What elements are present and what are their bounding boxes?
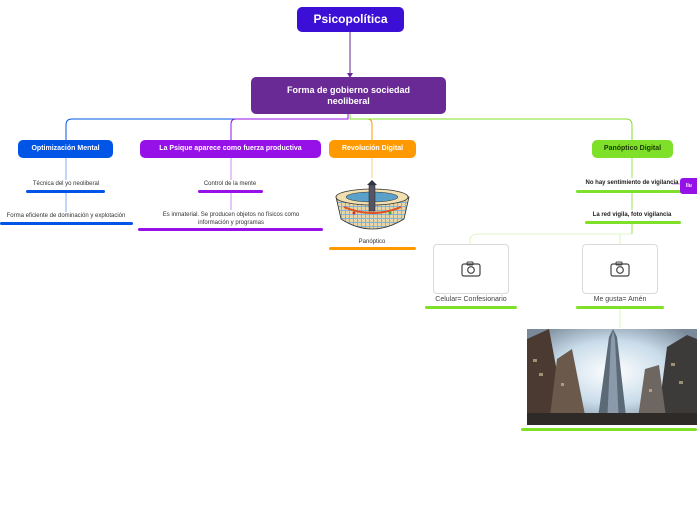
subtopic-label[interactable]: Es inmaterial. Se producen objetos no fí…	[162, 212, 300, 226]
branch-title: Revolución Digital	[341, 144, 404, 152]
side-tag[interactable]: llu	[680, 178, 697, 194]
root-title: Psicopolítica	[313, 12, 388, 27]
subtopic-underline	[138, 228, 323, 231]
branch-optimizacion-mental[interactable]: Optimización Mental	[18, 140, 113, 158]
panoptico-image[interactable]	[334, 179, 411, 237]
center-title: Forma de gobierno sociedad neoliberal	[286, 84, 411, 106]
image-underline	[521, 428, 697, 431]
subtopic-underline	[26, 190, 105, 193]
subtopic-label[interactable]: La red vigila, foto vigilancia	[592, 212, 672, 218]
subtopic-underline	[576, 190, 688, 193]
subtopic-label[interactable]: Celular= Confesionario	[435, 296, 507, 303]
panoptico-illustration	[335, 180, 410, 230]
subtopic-underline	[329, 247, 416, 250]
center-node[interactable]: Forma de gobierno sociedad neoliberal	[251, 77, 446, 114]
skyscraper-photo[interactable]	[527, 329, 697, 425]
subtopic-underline	[576, 306, 664, 309]
branch-panoptico-digital[interactable]: Panóptico Digital	[592, 140, 673, 158]
subtopic-label[interactable]: Técnica del yo neoliberal	[32, 181, 100, 187]
branch-revolucion-digital[interactable]: Revolución Digital	[329, 140, 416, 158]
camera-icon	[461, 261, 481, 277]
subtopic-label[interactable]: Control de la mente	[203, 181, 257, 187]
image-placeholder-card[interactable]	[582, 244, 658, 294]
subtopic-underline	[0, 222, 133, 225]
branch-psique-fuerza-productiva[interactable]: La Psique aparece como fuerza productiva	[140, 140, 321, 158]
subtopic-label[interactable]: Forma eficiente de dominación y explotac…	[6, 213, 126, 219]
branch-title: La Psique aparece como fuerza productiva	[159, 144, 302, 152]
subtopic-underline	[198, 190, 263, 193]
subtopic-label[interactable]: No hay sentimiento de vigilancia	[585, 180, 679, 186]
camera-icon	[610, 261, 630, 277]
subtopic-label[interactable]: Panóptico	[358, 239, 386, 245]
subtopic-underline	[425, 306, 517, 309]
branch-title: Panóptico Digital	[603, 144, 662, 152]
subtopic-underline	[585, 221, 681, 224]
branch-title: Optimización Mental	[31, 144, 100, 152]
skyscraper-illustration	[527, 329, 697, 425]
side-tag-text: llu	[686, 183, 692, 189]
image-placeholder-card[interactable]	[433, 244, 509, 294]
root-node[interactable]: Psicopolítica	[297, 7, 404, 32]
subtopic-label[interactable]: Me gusta= Amén	[593, 296, 647, 303]
